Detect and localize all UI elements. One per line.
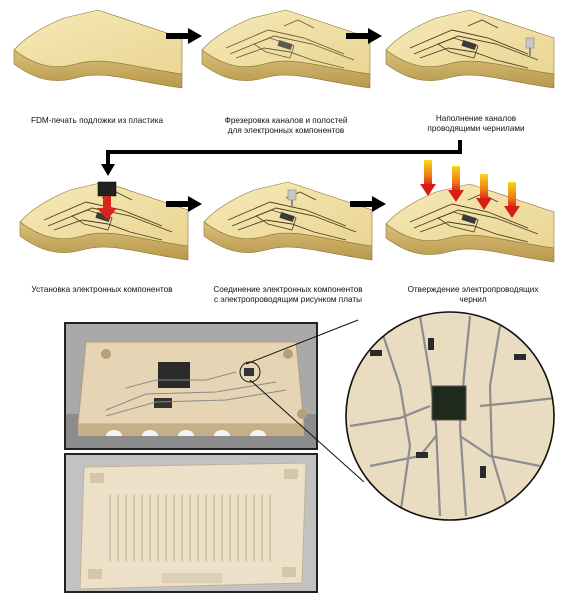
step-6-caption-line-1: Отверждение электропроводящих xyxy=(407,285,539,294)
step-2-caption-line-2: для электронных компонентов xyxy=(227,126,345,135)
step-2-board xyxy=(201,9,371,89)
board-underside-image xyxy=(66,455,316,591)
step-5-caption-line-2: с электропроводящим рисунком платы xyxy=(213,295,362,304)
step-3-board xyxy=(385,9,555,89)
component-chip-icon xyxy=(97,181,117,220)
step-6-caption: Отверждение электропроводящих чернил xyxy=(388,285,558,305)
step-3-caption: Наполнение каналов проводящими чернилами xyxy=(396,114,556,134)
heat-arrows-icon xyxy=(420,160,520,218)
photo-board-underside xyxy=(64,453,318,593)
step-1-board xyxy=(13,9,183,89)
step-3-caption-line-2: проводящими чернилами xyxy=(427,124,525,133)
arrow-2-to-3 xyxy=(346,28,382,44)
zoom-lines xyxy=(245,319,365,483)
photo-finished-board xyxy=(64,322,318,450)
arrow-1-to-2 xyxy=(166,28,202,44)
step-4-board xyxy=(19,181,189,261)
step-5-board xyxy=(203,181,373,261)
arrow-4-to-5 xyxy=(166,196,202,212)
arrow-5-to-6 xyxy=(350,196,386,212)
magnified-chip-view xyxy=(345,311,555,521)
step-2-caption: Фрезеровка каналов и полостей для электр… xyxy=(196,116,376,136)
step-4-caption-line-1: Установка электронных компонентов xyxy=(31,285,173,294)
step-5-caption: Соединение электронных компонентов с эле… xyxy=(196,285,380,305)
row-connector-arrow xyxy=(101,140,462,176)
step-4-caption: Установка электронных компонентов xyxy=(12,285,192,295)
step-6-board xyxy=(385,160,555,263)
ink-dispenser-icon xyxy=(525,37,535,56)
step-2-caption-line-1: Фрезеровка каналов и полостей xyxy=(224,116,348,125)
ink-dispenser-icon xyxy=(287,189,297,208)
step-6-caption-line-2: чернил xyxy=(459,295,487,304)
step-5-caption-line-1: Соединение электронных компонентов xyxy=(213,285,363,294)
step-1-caption: FDM-печать подложки из пластика xyxy=(12,116,182,126)
finished-board-image xyxy=(66,324,316,448)
step-1-caption-line-1: FDM-печать подложки из пластика xyxy=(30,116,164,125)
step-3-caption-line-1: Наполнение каналов xyxy=(435,114,517,123)
